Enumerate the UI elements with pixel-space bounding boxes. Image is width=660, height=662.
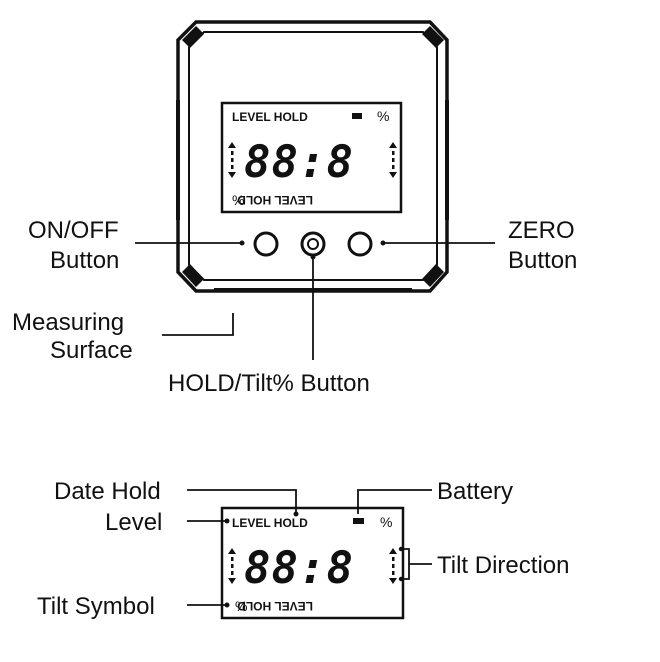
tilt-arrow-right-icon (389, 142, 397, 178)
lcd-percent-bottom: % (232, 192, 244, 208)
device-body (176, 20, 449, 293)
battery-icon (352, 113, 362, 119)
on-off-label-line2: Button (50, 247, 119, 274)
level-label: Level (105, 509, 162, 536)
lcd-frame (220, 101, 403, 214)
zero-label-line2: Button (508, 247, 577, 274)
device-leader-lines (135, 242, 495, 360)
lcd-level-hold-label: LEVEL HOLD (232, 110, 308, 124)
on-off-label-line1: ON/OFF (28, 217, 119, 244)
detail-lcd-percent-bottom: % (235, 598, 247, 614)
detail-battery-icon (353, 518, 364, 524)
zero-label-line1: ZERO (508, 217, 575, 244)
on-off-button[interactable] (253, 231, 279, 257)
device-buttons (253, 231, 373, 257)
corner-guards (182, 26, 444, 287)
device-lcd: LEVEL HOLD % 88:8 % LEVEL HOLD (220, 101, 403, 214)
battery-label: Battery (437, 478, 513, 505)
tilt-arrow-left-icon (228, 142, 236, 178)
detail-lcd-level-hold-inverted: LEVEL HOLD (237, 599, 313, 613)
detail-lcd-percent-top: % (380, 514, 392, 530)
detail-lcd-frame (220, 506, 405, 620)
lcd-level-hold-inverted: LEVEL HOLD (237, 193, 313, 207)
measuring-label-line2: Surface (50, 337, 133, 364)
detail-tilt-arrow-right-icon (389, 548, 397, 584)
display-detail: LEVEL HOLD % 88:8 % LEVEL HOLD (220, 506, 405, 620)
tilt-direction-label: Tilt Direction (437, 552, 569, 579)
tilt-symbol-label: Tilt Symbol (37, 593, 155, 620)
zero-button[interactable] (347, 231, 373, 257)
lcd-percent-top: % (377, 108, 389, 124)
detail-lcd-level-hold: LEVEL HOLD (232, 516, 308, 530)
hold-tilt-label: HOLD/Tilt% Button (168, 370, 370, 397)
detail-lcd-digits: 88:8 (244, 543, 354, 594)
lcd-digits: 88:8 (244, 137, 354, 188)
hold-tilt-button[interactable] (300, 231, 326, 257)
date-hold-label: Date Hold (54, 478, 161, 505)
measuring-label-line1: Measuring (12, 309, 124, 336)
detail-tilt-arrow-left-icon (228, 548, 236, 584)
detail-leader-lines (187, 489, 432, 606)
hold-tilt-button-center-icon (307, 238, 319, 250)
